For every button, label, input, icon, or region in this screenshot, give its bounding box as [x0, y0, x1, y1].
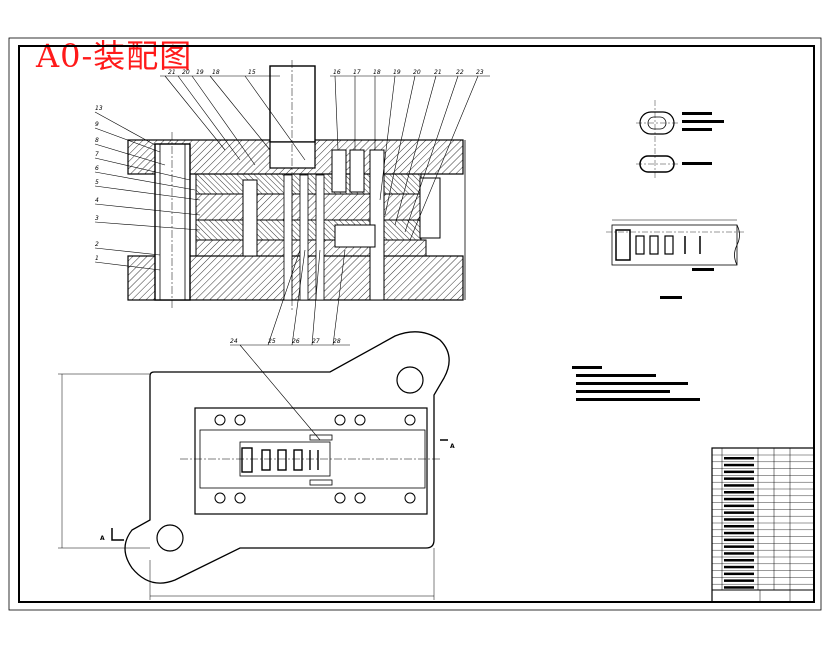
callout-leaders-left [94, 111, 201, 271]
parts-row-text [724, 586, 754, 589]
callout-label: 22 [456, 69, 464, 76]
parts-list-rows [712, 454, 814, 589]
svg-text:24: 24 [230, 338, 238, 345]
workpiece-views [636, 100, 678, 180]
svg-text:8: 8 [95, 137, 99, 144]
svg-text:6: 6 [95, 165, 99, 172]
parts-row-text [724, 518, 754, 521]
svg-text:1: 1 [95, 255, 99, 262]
front-section-view [127, 60, 466, 310]
strip-layout [606, 219, 745, 299]
parts-row-text [724, 497, 754, 501]
section-arrow-icon [111, 439, 448, 541]
parts-row-text [724, 525, 754, 528]
parts-row-text [724, 491, 754, 494]
parts-row-text [724, 531, 754, 535]
callout-label: 20 [413, 69, 421, 76]
parts-row-text [724, 579, 754, 582]
callouts-left: 13 9 8 7 6 5 4 3 2 1 [95, 105, 103, 262]
callout-label: 18 [373, 69, 381, 76]
callout-label: 19 [393, 69, 401, 76]
svg-text:3: 3 [95, 215, 99, 222]
technical-notes [572, 366, 700, 401]
parts-row-text [724, 538, 754, 542]
callout-label: 19 [196, 69, 204, 76]
callout-leaders-top [160, 75, 490, 241]
svg-text:2: 2 [95, 241, 99, 248]
svg-text:26: 26 [292, 338, 300, 345]
section-marker-left: A [100, 535, 105, 542]
parts-row-text [724, 545, 754, 548]
svg-text:28: 28 [333, 338, 341, 345]
callout-label: 20 [182, 69, 190, 76]
plan-view [58, 331, 450, 600]
callout-label: 23 [476, 69, 484, 76]
callout-label: 17 [353, 69, 361, 76]
callout-label: 21 [168, 69, 176, 76]
inner-border [18, 45, 815, 603]
svg-text:25: 25 [268, 338, 276, 345]
parts-row-text [724, 470, 754, 474]
callout-leaders-bottom [230, 249, 350, 441]
svg-text:27: 27 [312, 338, 320, 345]
parts-row-text [724, 504, 754, 508]
svg-text:7: 7 [95, 151, 99, 158]
parts-row-text [724, 463, 754, 467]
parts-row-text [724, 457, 754, 460]
svg-text:5: 5 [95, 179, 99, 186]
svg-text:4: 4 [95, 197, 99, 204]
callout-label: 15 [248, 69, 256, 76]
svg-text:9: 9 [95, 121, 99, 128]
callout-label: 16 [333, 69, 341, 76]
outer-border [8, 37, 822, 611]
workpiece-notes [682, 112, 724, 165]
parts-row-text [724, 559, 754, 562]
title-block [711, 589, 815, 603]
parts-row-text [724, 565, 754, 569]
svg-text:13: 13 [95, 105, 103, 112]
parts-row-text [724, 477, 754, 480]
section-marker-right: A [450, 443, 455, 450]
callouts-bottom: 24 25 26 27 28 [230, 338, 341, 345]
callout-label: 18 [212, 69, 220, 76]
parts-row-text [724, 484, 754, 487]
parts-row-text [724, 572, 754, 576]
parts-row-text [724, 552, 754, 555]
callout-label: 21 [434, 69, 442, 76]
parts-row-text [724, 511, 754, 514]
callouts-top: 21 20 19 18 15 16 17 18 19 20 21 22 23 [168, 69, 484, 76]
